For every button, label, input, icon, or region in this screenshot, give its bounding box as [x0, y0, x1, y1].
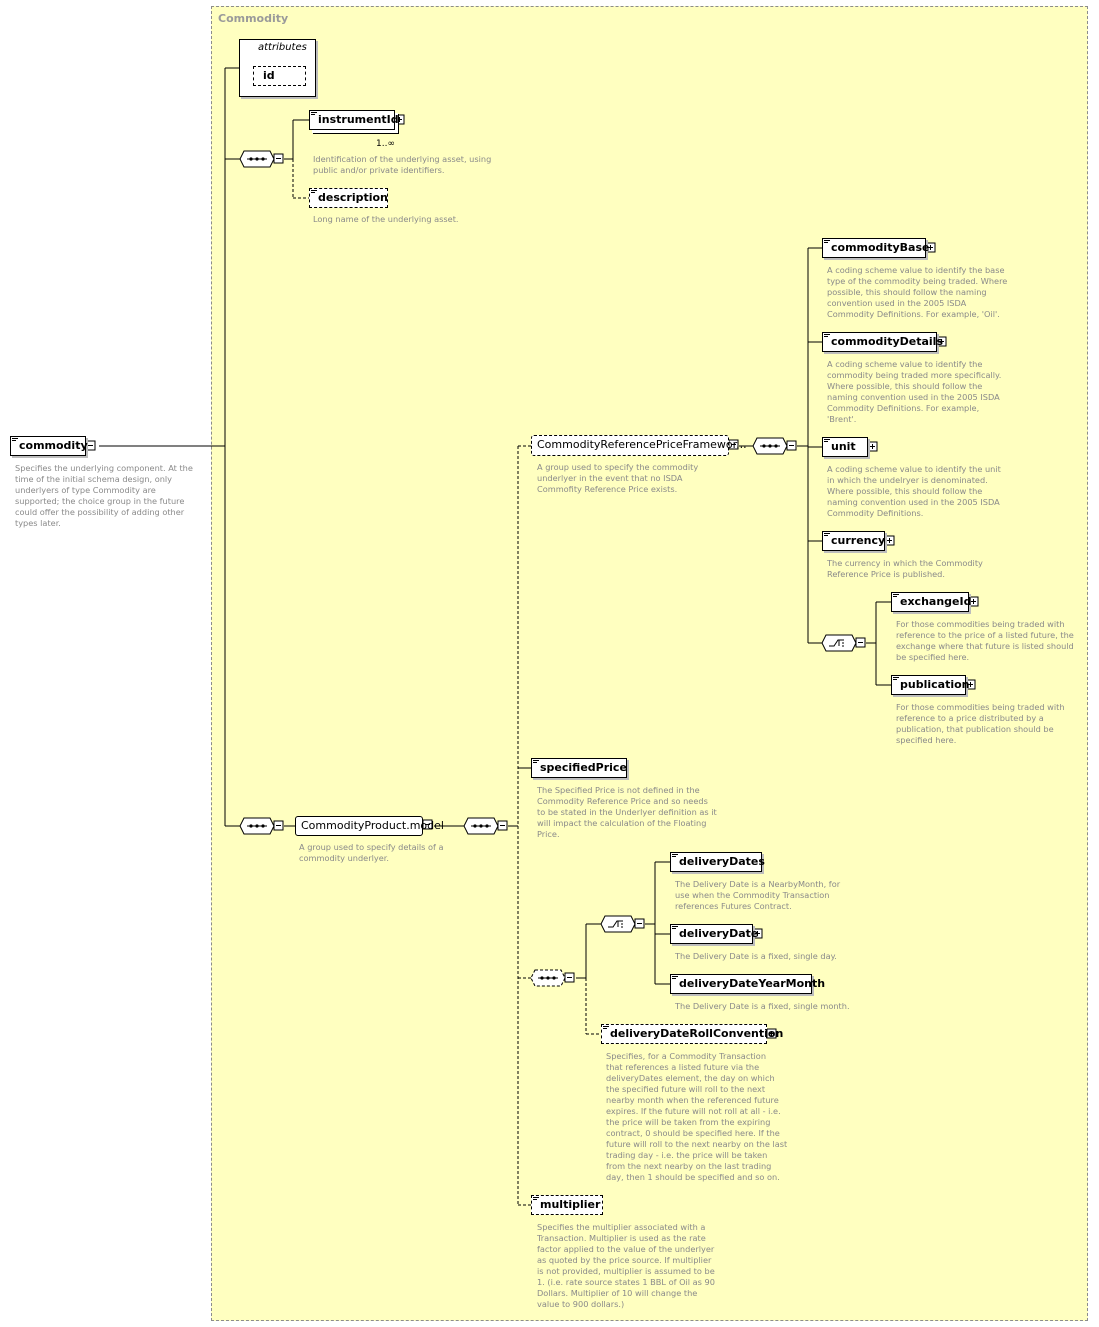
element-unit-label: unit: [831, 440, 856, 453]
element-deliveryDate[interactable]: deliveryDate: [670, 924, 758, 944]
deliveryDateYearMonth-description: The Delivery Date is a fixed, single mon…: [675, 1001, 850, 1011]
element-deliveryDateRollConvention-label: deliveryDateRollConvention: [610, 1027, 784, 1040]
element-publication[interactable]: publication: [891, 675, 970, 695]
unit-description: A coding scheme value to identify the un…: [827, 464, 1001, 518]
element-deliveryDateYearMonth[interactable]: deliveryDateYearMonth: [670, 974, 825, 994]
commodity-container: [211, 6, 1088, 1321]
exchangeId-description: For those commodities being traded with …: [896, 619, 1074, 662]
deliveryDateRollConvention-description: Specifies, for a Commodity Transaction t…: [606, 1051, 788, 1182]
container-title: Commodity: [218, 12, 289, 25]
element-commodity[interactable]: commodity: [10, 436, 88, 456]
instrumentId-cardinality: 1..∞: [376, 139, 395, 149]
group-commodityProduct-model[interactable]: CommodityProduct.model: [295, 816, 444, 836]
element-exchangeId-label: exchangeId: [900, 595, 972, 608]
element-commodity-label: commodity: [19, 439, 88, 452]
element-commodityDetails-label: commodityDetails: [831, 335, 943, 348]
element-description[interactable]: description: [309, 188, 388, 208]
commodityDetails-description: A coding scheme value to identify the co…: [827, 359, 1002, 424]
group-commodityProduct-model-label: CommodityProduct.model: [301, 819, 444, 832]
specifiedPrice-description: The Specified Price is not defined in th…: [537, 785, 717, 839]
element-deliveryDateRollConvention[interactable]: deliveryDateRollConvention: [601, 1024, 783, 1044]
element-deliveryDates-label: deliveryDates: [679, 855, 765, 868]
multiplier-description: Specifies the multiplier associated with…: [537, 1222, 715, 1309]
element-commodityBase[interactable]: commodityBase: [822, 238, 930, 258]
commodityProduct-model-description: A group used to specify details of a com…: [299, 842, 444, 863]
element-multiplier[interactable]: multiplier: [531, 1195, 603, 1215]
element-unit[interactable]: unit: [822, 437, 868, 457]
element-specifiedPrice-label: specifiedPrice: [540, 761, 627, 774]
group-commodityReferencePriceFramework-label: CommodityReferencePriceFramewor...: [537, 438, 747, 451]
element-deliveryDate-label: deliveryDate: [679, 927, 759, 940]
currency-description: The currency in which the Commodity Refe…: [827, 558, 983, 579]
element-currency-label: currency: [831, 534, 886, 547]
group-commodityReferencePriceFramework[interactable]: CommodityReferencePriceFramewor...: [531, 435, 747, 456]
element-deliveryDateYearMonth-label: deliveryDateYearMonth: [679, 977, 826, 990]
framework-description: A group used to specify the commodity un…: [537, 462, 699, 494]
deliveryDate-description: The Delivery Date is a fixed, single day…: [675, 951, 837, 961]
element-instrumentId-label: instrumentId: [318, 113, 399, 126]
publication-description: For those commodities being traded with …: [896, 702, 1065, 745]
deliveryDates-description: The Delivery Date is a NearbyMonth, for …: [675, 879, 841, 911]
element-currency[interactable]: currency: [822, 531, 885, 551]
attributes-label: attributes: [258, 42, 307, 53]
element-exchangeId[interactable]: exchangeId: [891, 592, 972, 612]
element-specifiedPrice[interactable]: specifiedPrice: [531, 758, 627, 778]
element-multiplier-label: multiplier: [540, 1198, 601, 1211]
element-commodityBase-label: commodityBase: [831, 241, 930, 254]
element-deliveryDates[interactable]: deliveryDates: [670, 852, 765, 872]
description-description: Long name of the underlying asset.: [313, 214, 459, 224]
element-commodityDetails[interactable]: commodityDetails: [822, 332, 943, 352]
commodityBase-description: A coding scheme value to identify the ba…: [827, 265, 1008, 319]
element-publication-label: publication: [900, 678, 970, 691]
instrumentId-description: Identification of the underlying asset, …: [313, 154, 492, 175]
element-instrumentId[interactable]: instrumentId: [309, 110, 399, 130]
commodity-description: Specifies the underlying component. At t…: [15, 463, 193, 528]
attribute-id[interactable]: id: [253, 66, 306, 86]
element-description-label: description: [318, 191, 388, 204]
